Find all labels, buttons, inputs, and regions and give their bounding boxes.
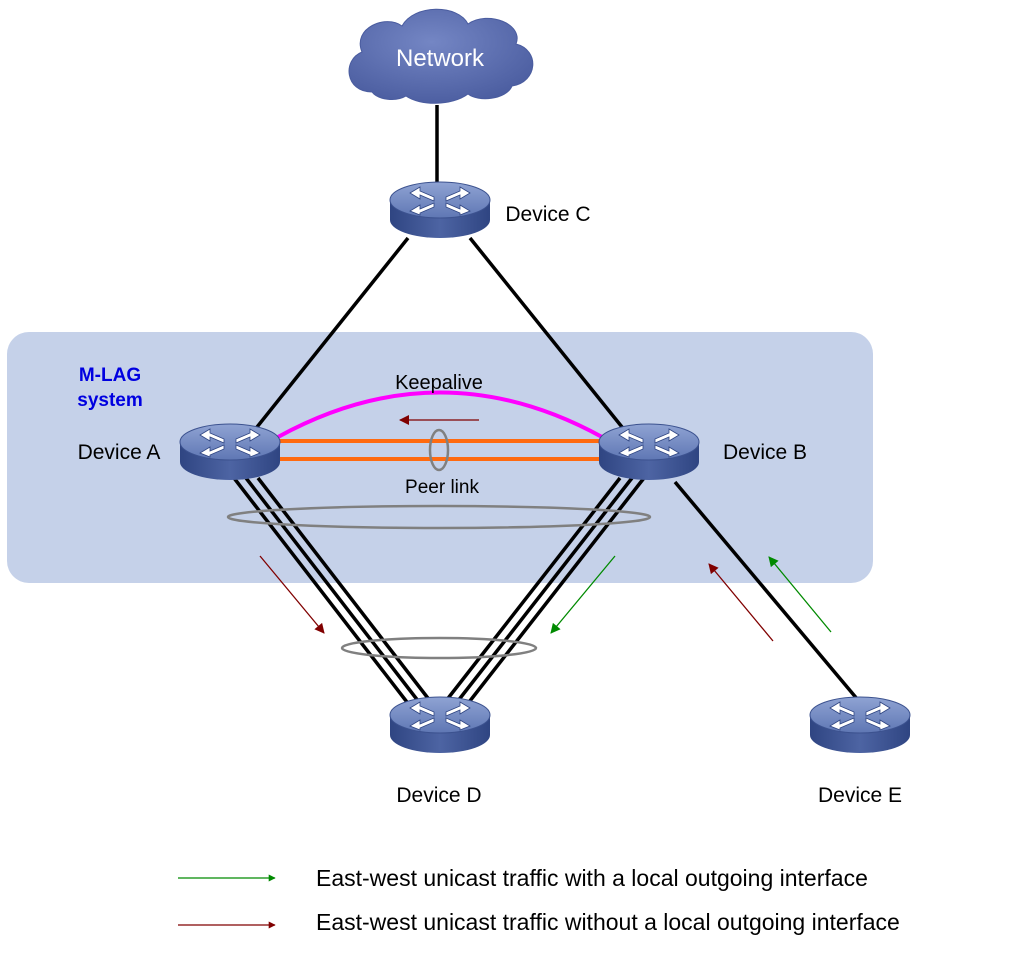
device-d-label: Device D (396, 784, 481, 807)
link-a-d-1 (232, 476, 412, 708)
traffic-arrow-e-to-b-red (708, 563, 774, 642)
peer-link (278, 439, 602, 461)
device-d-aggregation-ring (340, 636, 538, 660)
link-b-d-2 (452, 476, 634, 708)
traffic-arrow-e-to-b-green (768, 556, 832, 633)
device-d-icon (389, 696, 491, 754)
traffic-arrow-b-to-d (550, 555, 616, 634)
keepalive-label: Keepalive (395, 372, 483, 394)
link-c-a (251, 236, 410, 434)
mlag-title-line2: system (77, 390, 143, 411)
device-a-icon (179, 423, 281, 481)
peer-link-label: Peer link (405, 477, 479, 498)
device-c-icon (389, 181, 491, 239)
legend-with-local: East-west unicast traffic with a local o… (316, 865, 868, 891)
device-a-label: Device A (78, 441, 161, 464)
legend: East-west unicast traffic with a local o… (178, 865, 900, 935)
device-b-icon (598, 423, 700, 481)
device-e-label: Device E (818, 784, 902, 807)
link-a-d-3 (256, 476, 436, 708)
device-c-label: Device C (505, 203, 590, 226)
legend-without-local: East-west unicast traffic without a loca… (316, 909, 900, 935)
link-b-d-1 (440, 476, 622, 708)
mlag-aggregation-ring (226, 504, 652, 530)
keepalive-link (277, 390, 603, 439)
link-b-d-3 (464, 476, 646, 708)
network-cloud-icon (348, 8, 534, 104)
device-e-icon (809, 696, 911, 754)
links (232, 105, 860, 708)
cloud-label: Network (396, 45, 485, 72)
mlag-title-line1: M-LAG (79, 365, 141, 386)
traffic-arrow-a-to-d (259, 555, 325, 634)
link-b-e (673, 480, 860, 702)
peer-link-aggregation-ring (428, 428, 450, 472)
device-b-label: Device B (723, 441, 807, 464)
link-c-b (468, 236, 628, 434)
link-a-d-2 (244, 476, 424, 708)
